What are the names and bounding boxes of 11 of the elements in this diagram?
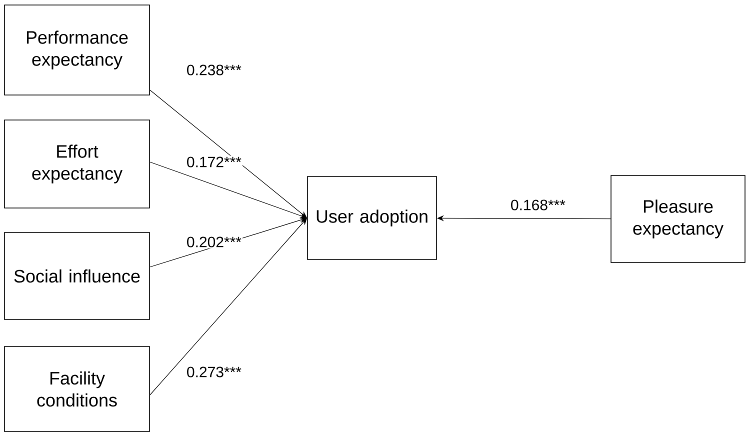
edge-label: 0.202*** [185,236,243,248]
edge-label: 0.168*** [509,198,567,212]
box: Facility conditions [4,346,150,432]
box: Social influence [4,232,150,320]
box: Effort expectancy [4,120,150,208]
edge-label: 0.172*** [185,156,243,168]
edge-label: 0.238*** [185,64,243,76]
box: Pleasure expectancy [610,175,746,263]
box: Performance expectancy [4,4,150,96]
edge-label: 0.273*** [185,366,243,378]
box: User adoption [307,176,437,260]
